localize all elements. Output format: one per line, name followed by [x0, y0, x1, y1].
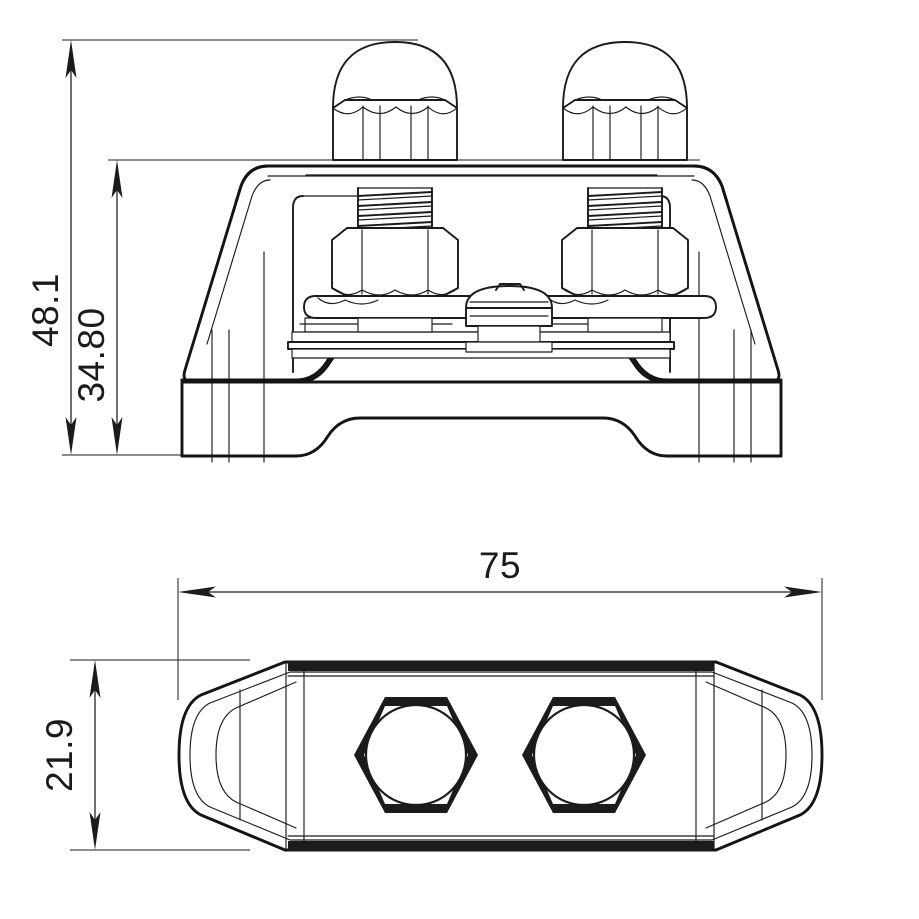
washer-icon [533, 295, 717, 319]
housing-plan-outline [177, 660, 824, 852]
dimension-overall-length: 75 [178, 545, 822, 598]
housing-shoulder-left [234, 164, 270, 204]
dimension-label-75: 75 [479, 545, 521, 586]
slotted-pan-screw-icon [465, 283, 553, 353]
front-elevation-view: 48.1 34.80 [25, 39, 783, 463]
hex-nut-icon [331, 227, 459, 297]
stud-shank-icon [587, 317, 663, 333]
hex-nut-icon [561, 227, 689, 297]
dimension-overall-height: 48.1 [25, 40, 77, 455]
dimension-overall-width: 21.9 [39, 660, 101, 850]
hex-nut-plan-icon [522, 697, 646, 813]
washer-icon [303, 295, 487, 319]
dimension-label-34-80: 34.80 [71, 307, 112, 402]
housing-shoulder-right [692, 164, 729, 204]
dimension-label-48-1: 48.1 [25, 273, 66, 347]
top-plan-view: 75 21.9 [39, 545, 824, 852]
terminal-assembly-right [533, 41, 717, 333]
dimension-label-21-9: 21.9 [39, 718, 80, 792]
dome-cap-nut-icon [562, 41, 688, 161]
dome-cap-nut-icon [332, 41, 458, 161]
hex-nut-plan-icon [354, 697, 478, 813]
dimension-body-height: 34.80 [71, 160, 123, 455]
terminal-assembly-left [303, 41, 487, 333]
stud-shank-icon [357, 317, 433, 333]
